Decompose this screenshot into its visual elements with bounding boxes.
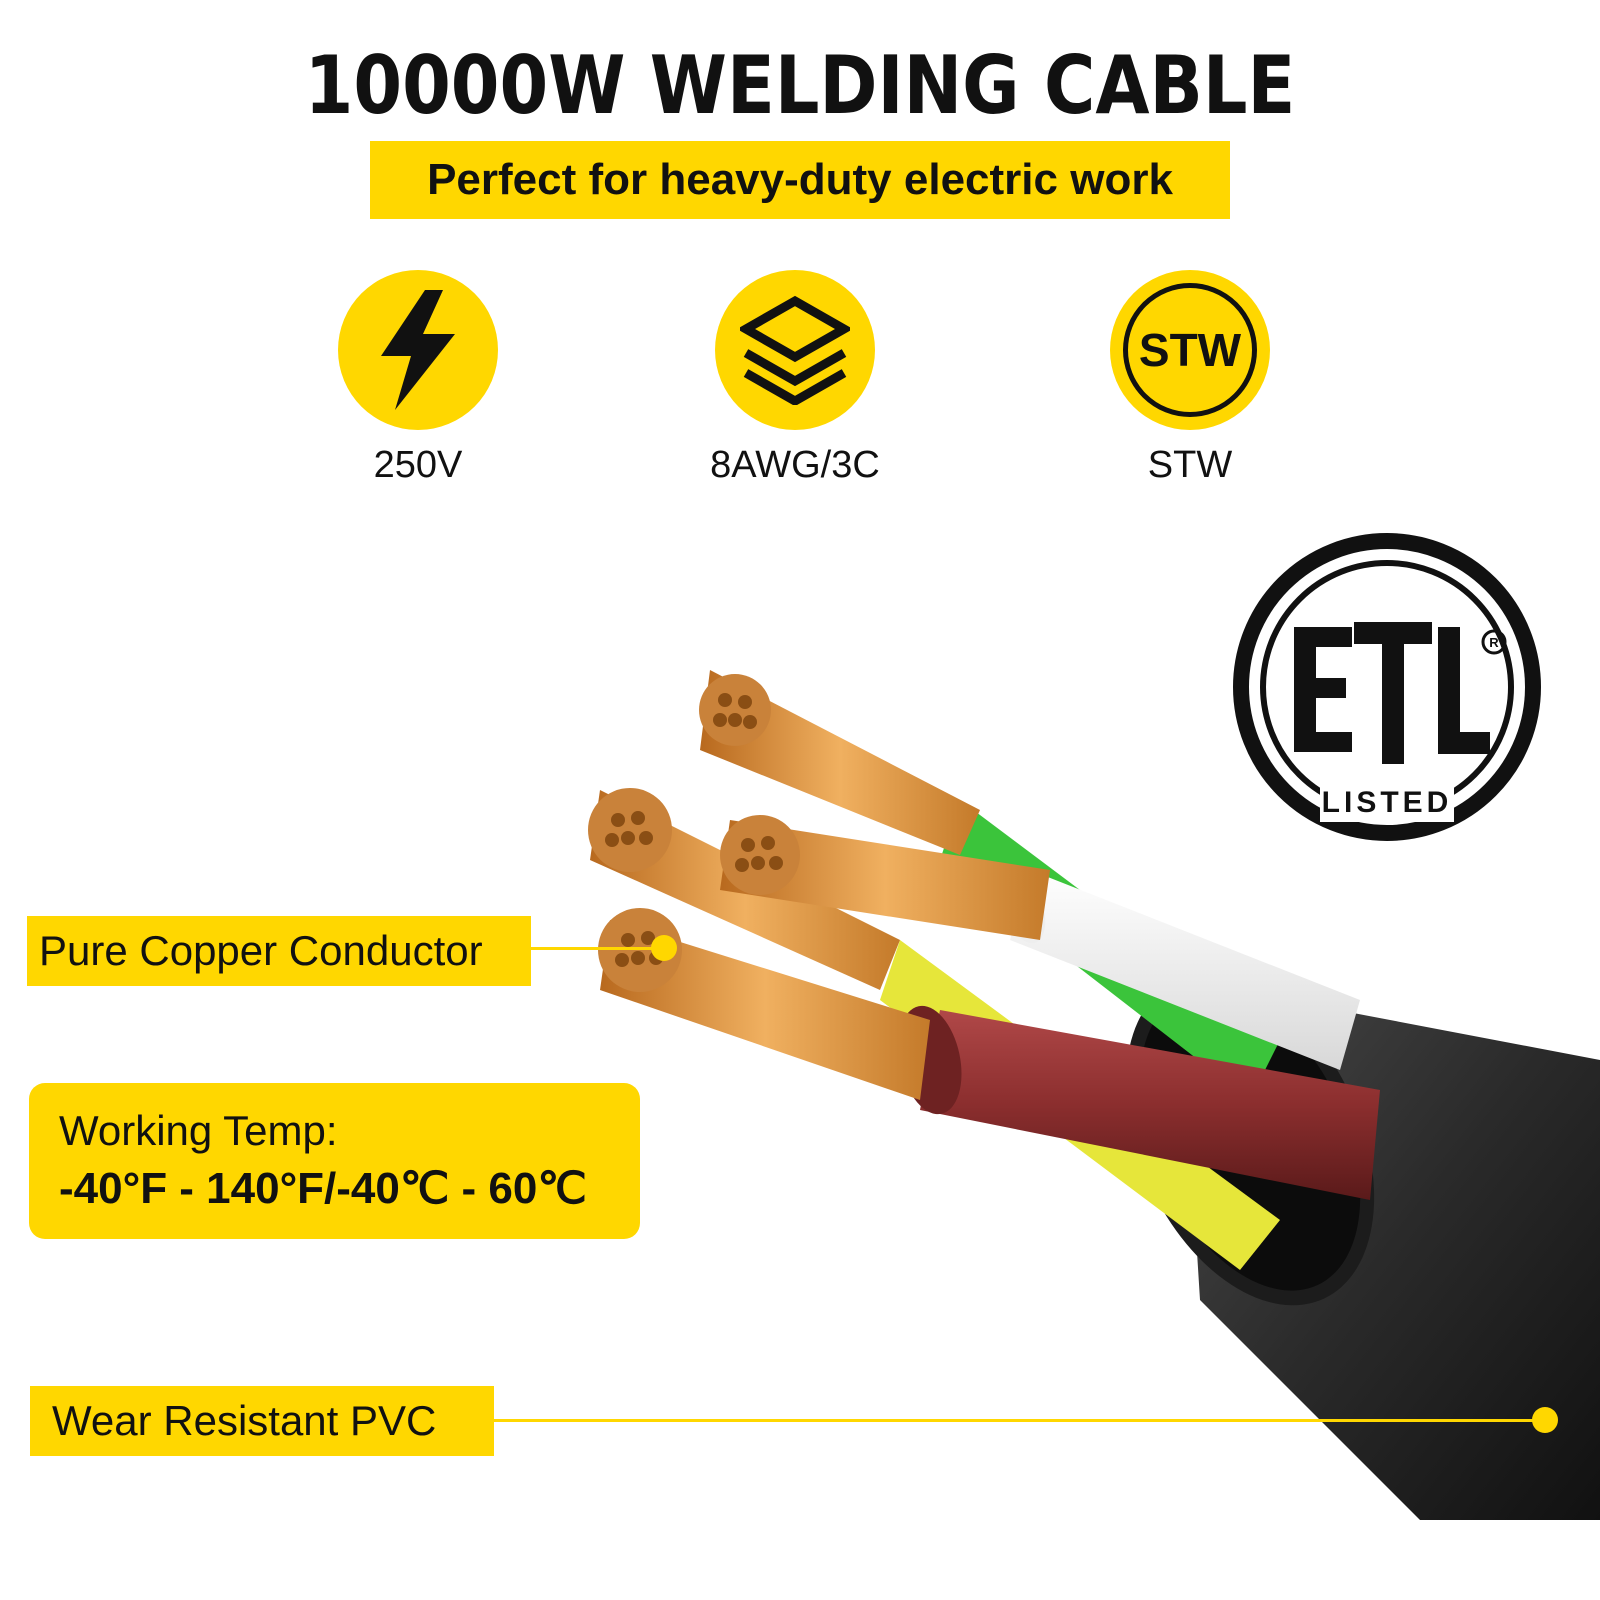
feature-voltage: 250V — [298, 270, 538, 487]
subtitle-text: Perfect for heavy-duty electric work — [427, 155, 1173, 204]
etl-listed-text: LISTED — [1322, 786, 1453, 819]
lightning-bolt-icon — [381, 290, 455, 410]
copper-leader-line — [531, 947, 661, 950]
stw-badge-icon: STW — [1123, 283, 1257, 417]
stw-label: STW — [1147, 444, 1233, 486]
page-title: 10000W WELDING CABLE — [304, 38, 1296, 133]
white-wire — [1010, 870, 1360, 1070]
callout-working-temp: Working Temp: -40°F - 140°F/-40℃ - 60℃ — [29, 1083, 640, 1239]
cable-illustration — [588, 670, 1600, 1520]
copper-leader-dot — [651, 935, 677, 961]
red-wire — [920, 1010, 1380, 1200]
subtitle-banner: Perfect for heavy-duty electric work — [370, 141, 1230, 219]
gauge-label: 8AWG/3C — [710, 444, 880, 486]
gauge-badge — [715, 270, 875, 430]
feature-stw: STW STW — [1070, 270, 1310, 487]
callout-copper-text: Pure Copper Conductor — [39, 927, 483, 974]
callout-wear-resistant-pvc: Wear Resistant PVC — [30, 1386, 494, 1456]
copper-strands-bottom — [600, 920, 930, 1100]
feature-gauge: 8AWG/3C — [675, 270, 915, 487]
layers-icon — [740, 295, 850, 405]
copper-strands-middle — [720, 820, 1050, 940]
pvc-leader-dot — [1532, 1407, 1558, 1433]
callout-pvc-text: Wear Resistant PVC — [52, 1397, 437, 1444]
svg-text:R: R — [1489, 635, 1499, 650]
temp-label: Working Temp: — [59, 1107, 338, 1154]
voltage-badge — [338, 270, 498, 430]
voltage-label: 250V — [373, 444, 463, 486]
callout-copper-conductor: Pure Copper Conductor — [27, 916, 531, 986]
temp-value: -40°F - 140°F/-40℃ - 60℃ — [59, 1164, 587, 1213]
pvc-leader-line — [494, 1419, 1544, 1422]
etl-listed-logo: R LISTED — [1233, 533, 1541, 841]
stw-badge: STW — [1110, 270, 1270, 430]
